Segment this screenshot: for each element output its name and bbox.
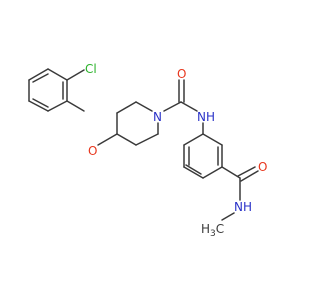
svg-text:O: O	[177, 67, 186, 81]
svg-text:O: O	[88, 144, 97, 158]
methyl-group-label: H3C	[201, 222, 224, 239]
svg-text:N: N	[153, 110, 162, 124]
amide-nh-atom: NH	[234, 200, 252, 214]
svg-text:O: O	[258, 160, 267, 174]
piperidine-nitrogen-atom: N	[153, 110, 162, 124]
urea-carbonyl-oxygen-atom: O	[177, 67, 186, 81]
urea-nh-atom: NH	[197, 110, 215, 124]
chlorine-atom: Cl	[85, 62, 97, 76]
ether-oxygen-atom: O	[88, 144, 97, 158]
svg-text:NH: NH	[234, 200, 252, 214]
bond-lines	[28, 68, 259, 221]
amide-carbonyl-oxygen-atom: O	[258, 160, 267, 174]
svg-text:Cl: Cl	[85, 62, 97, 76]
svg-text:H3C: H3C	[201, 222, 224, 239]
svg-text:NH: NH	[197, 110, 215, 124]
chemical-structure-diagram: Cl O N O NH O NH H3C	[28, 62, 267, 239]
atom-labels: Cl O N O NH O NH H3C	[85, 62, 267, 239]
